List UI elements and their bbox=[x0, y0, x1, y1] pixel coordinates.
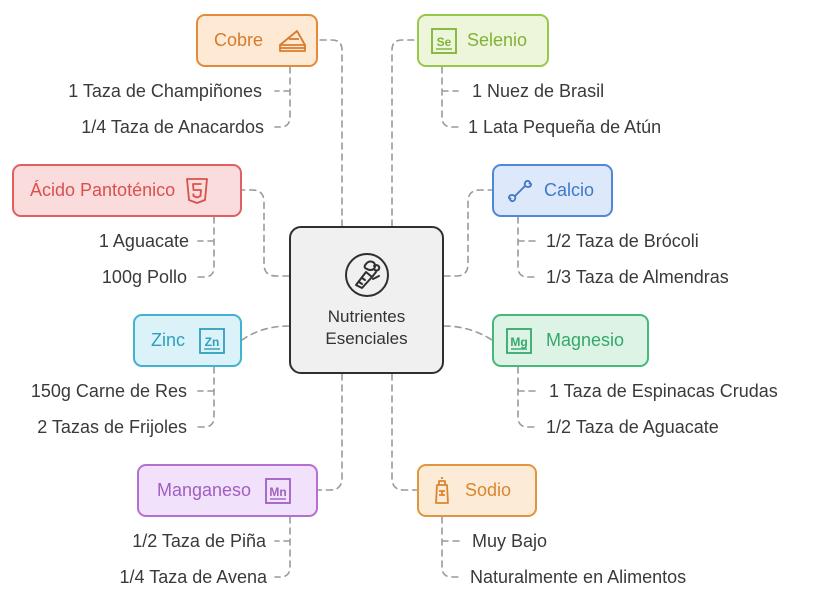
connector-calcio bbox=[443, 189, 493, 277]
node-acido-label: Ácido Pantoténico bbox=[30, 180, 176, 200]
sodio-item-1: Muy Bajo bbox=[472, 531, 548, 551]
bone-icon bbox=[506, 177, 534, 205]
connector-zinc-items bbox=[197, 366, 215, 428]
connector-sodio-items bbox=[441, 516, 461, 578]
manganese-element-icon: Mn bbox=[265, 477, 291, 504]
connector-zinc bbox=[241, 325, 290, 341]
cobre-item-2: 1/4 Taza de Anacardos bbox=[81, 117, 264, 137]
zinc-element-icon: Zn bbox=[199, 327, 225, 354]
vegetables-icon bbox=[342, 250, 392, 300]
acido-item-2: 100g Pollo bbox=[101, 267, 187, 287]
connector-calcio-items bbox=[517, 216, 537, 278]
node-selenio: Se Selenio bbox=[417, 14, 549, 67]
center-title-line1: Nutrientes bbox=[327, 307, 406, 326]
node-magnesio-label: Magnesio bbox=[546, 330, 625, 350]
center-node: Nutrientes Esenciales bbox=[289, 226, 444, 374]
zinc-item-2: 2 Tazas de Frijoles bbox=[37, 417, 187, 437]
manganeso-item-2: 1/4 Taza de Avena bbox=[119, 567, 267, 587]
connector-acido bbox=[241, 189, 290, 277]
connector-magnesio-items bbox=[517, 366, 539, 428]
selenio-item-1: 1 Nuez de Brasil bbox=[472, 81, 605, 101]
cobre-item-1: 1 Taza de Champiñones bbox=[68, 81, 262, 101]
manganeso-item-1: 1/2 Taza de Piña bbox=[132, 531, 266, 551]
center-title-line2: Esenciales bbox=[325, 329, 408, 348]
node-cobre-label: Cobre bbox=[214, 30, 264, 50]
magnesium-element-icon: Mg bbox=[506, 327, 532, 354]
connector-sodio bbox=[391, 373, 418, 491]
node-zinc-label: Zinc bbox=[151, 330, 186, 350]
connector-cobre-items bbox=[274, 66, 291, 128]
connector-manganeso-items bbox=[274, 516, 291, 578]
connector-magnesio bbox=[443, 325, 493, 341]
connector-acido-items bbox=[197, 216, 215, 278]
sodio-item-2: Naturalmente en Alimentos bbox=[470, 567, 687, 587]
salt-shaker-icon bbox=[431, 476, 453, 506]
node-zinc: Zinc Zn bbox=[133, 314, 242, 367]
node-magnesio: Mg Magnesio bbox=[492, 314, 649, 367]
connector-selenio bbox=[391, 39, 418, 227]
cheese-wedge-icon bbox=[277, 27, 309, 55]
connector-cobre bbox=[317, 39, 343, 227]
selenio-item-2: 1 Lata Pequeña de Atún bbox=[468, 117, 662, 137]
selenium-element-icon: Se bbox=[431, 27, 457, 54]
node-calcio: Calcio bbox=[492, 164, 613, 217]
calcio-item-2: 1/3 Taza de Almendras bbox=[546, 267, 729, 287]
magnesio-item-2: 1/2 Taza de Aguacate bbox=[546, 417, 719, 437]
node-selenio-label: Selenio bbox=[467, 30, 528, 50]
magnesium-symbol: Mg bbox=[510, 335, 527, 349]
node-manganeso-label: Manganeso bbox=[157, 480, 252, 500]
connector-selenio-items bbox=[441, 66, 459, 128]
node-cobre: Cobre bbox=[196, 14, 318, 67]
zinc-symbol: Zn bbox=[205, 335, 220, 349]
node-calcio-label: Calcio bbox=[544, 180, 595, 200]
selenium-symbol: Se bbox=[437, 35, 452, 49]
html5-shield-icon bbox=[185, 177, 209, 205]
magnesio-item-1: 1 Taza de Espinacas Crudas bbox=[549, 381, 778, 401]
node-sodio-label: Sodio bbox=[465, 480, 512, 500]
node-acido-pantotenico: Ácido Pantoténico bbox=[12, 164, 242, 217]
zinc-item-1: 150g Carne de Res bbox=[30, 381, 187, 401]
node-manganeso: Manganeso Mn bbox=[137, 464, 318, 517]
manganese-symbol: Mn bbox=[269, 485, 286, 499]
node-sodio: Sodio bbox=[417, 464, 537, 517]
acido-item-1: 1 Aguacate bbox=[98, 231, 189, 251]
connector-manganeso bbox=[317, 373, 343, 491]
calcio-item-1: 1/2 Taza de Brócoli bbox=[546, 231, 699, 251]
